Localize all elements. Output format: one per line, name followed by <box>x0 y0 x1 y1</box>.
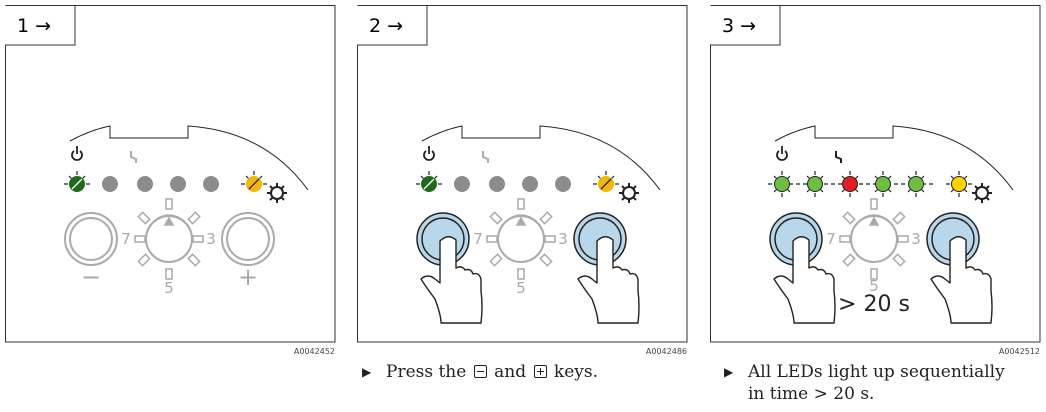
dial-number-5: 5 <box>164 279 174 297</box>
led-5 <box>555 176 571 192</box>
led-4 <box>874 171 892 197</box>
figure-code: A0042486 <box>645 347 687 356</box>
device-illustration: 7 3 5 <box>357 5 688 343</box>
dial-number-3: 3 <box>911 230 921 248</box>
dial-number-5: 5 <box>516 279 526 297</box>
led-2 <box>806 171 824 197</box>
panel-frame <box>357 5 688 343</box>
minus-key[interactable] <box>64 212 118 266</box>
step-label: 2 → <box>369 15 404 37</box>
plus-key[interactable] <box>221 212 275 266</box>
pressing-hand-icon <box>577 236 640 324</box>
rotary-switch <box>134 198 204 280</box>
led-6 <box>946 171 972 197</box>
led-3 <box>841 171 859 197</box>
figure-code: A0042512 <box>998 347 1040 356</box>
caption-text-before: Press the <box>386 362 467 382</box>
caption-text-after: keys. <box>553 362 599 382</box>
caption-text-middle: and <box>494 362 527 382</box>
step-label: 3 → <box>722 15 757 37</box>
power-icon <box>71 146 83 161</box>
led-5 <box>907 171 925 197</box>
led-6 <box>593 171 619 192</box>
led-1 <box>416 171 442 192</box>
led-5 <box>203 176 219 192</box>
plus-sign: + <box>238 263 258 291</box>
dial-number-3: 3 <box>558 230 568 248</box>
caption-line-1: All LEDs light up sequentially <box>748 362 1005 382</box>
fault-indicator-icon <box>482 151 489 163</box>
dial-number-7: 7 <box>473 230 483 248</box>
caption-line-2: in time > 20 s. <box>748 384 875 404</box>
settings-icon <box>267 183 287 203</box>
power-icon <box>423 146 435 161</box>
plus-key-icon <box>533 365 547 378</box>
pressing-hand-icon <box>930 236 993 324</box>
fault-indicator-icon <box>130 151 137 163</box>
minus-key-icon <box>473 365 487 378</box>
led-3 <box>489 176 505 192</box>
rotary-switch <box>486 198 556 280</box>
housing-outline <box>421 125 661 191</box>
bullet-triangle-icon: ▶ <box>724 365 734 379</box>
panel-step-2: 2 → 7 3 5 A0042486 <box>357 5 688 356</box>
rotary-switch <box>839 198 909 280</box>
fault-indicator-icon <box>835 151 842 163</box>
pressing-hand-icon <box>420 236 483 324</box>
housing-outline <box>774 125 1014 191</box>
led-6 <box>241 171 267 192</box>
minus-sign: − <box>81 263 101 291</box>
led-1 <box>773 171 791 197</box>
duration-label: > 20 s <box>838 292 910 317</box>
panel-frame <box>5 5 336 343</box>
device-illustration: − + 7 3 5 <box>5 5 336 343</box>
led-4 <box>522 176 538 192</box>
caption-step-3: ▶ All LEDs light up sequentially in time … <box>724 361 1046 405</box>
step-label: 1 → <box>17 15 52 37</box>
figure-code: A0042452 <box>293 347 335 356</box>
dial-number-3: 3 <box>206 230 216 248</box>
dial-number-7: 7 <box>826 230 836 248</box>
dial-number-7: 7 <box>121 230 131 248</box>
led-4 <box>170 176 186 192</box>
led-3 <box>137 176 153 192</box>
led-2 <box>102 176 118 192</box>
dial-number-5: 5 <box>869 277 879 295</box>
panel-step-3: 3 → 7 3 5 > 20 s <box>710 5 1041 356</box>
housing-outline <box>69 125 309 191</box>
pressing-hand-icon <box>773 236 836 324</box>
settings-icon <box>619 183 639 203</box>
settings-icon <box>972 183 992 203</box>
led-1 <box>64 171 90 192</box>
power-icon <box>776 146 788 161</box>
device-illustration: 7 3 5 > 20 s <box>710 5 1041 343</box>
bullet-triangle-icon: ▶ <box>362 365 372 379</box>
panel-frame <box>710 5 1041 343</box>
led-2 <box>454 176 470 192</box>
panel-step-1: 1 → − + 7 3 5 A00424 <box>5 5 336 356</box>
caption-step-2: ▶ Press the and keys. <box>362 361 692 383</box>
